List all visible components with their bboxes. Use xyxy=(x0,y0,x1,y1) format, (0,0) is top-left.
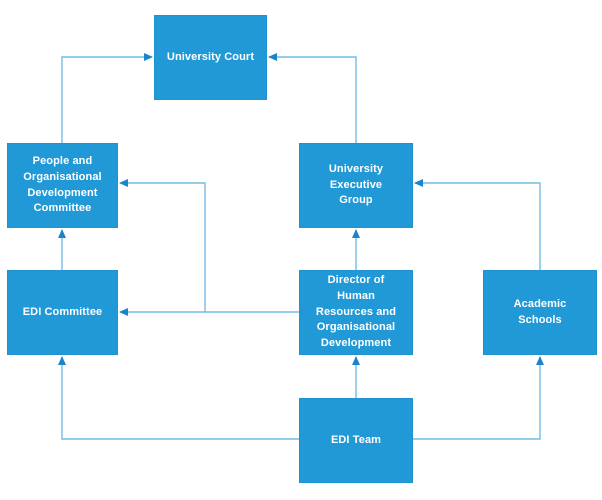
node-university-court: University Court xyxy=(154,15,267,100)
node-edi-team: EDI Team xyxy=(299,398,413,483)
node-university-executive-group: University Executive Group xyxy=(299,143,413,228)
node-people-and-organisational-development-committee: People and Organisational Development Co… xyxy=(7,143,118,228)
node-label: Director of Human Resources and Organisa… xyxy=(315,273,397,350)
node-academic-schools: Academic Schools xyxy=(483,270,597,355)
node-label: EDI Team xyxy=(330,433,382,446)
node-label: People and Organisational Development Co… xyxy=(23,154,102,215)
node-label: University Court xyxy=(166,50,255,63)
node-director-of-human-resources-and-organisational-development: Director of Human Resources and Organisa… xyxy=(299,270,413,355)
node-label: University Executive Group xyxy=(328,162,384,207)
node-label: Academic Schools xyxy=(513,297,567,326)
node-edi-committee: EDI Committee xyxy=(7,270,118,355)
node-label: EDI Committee xyxy=(22,305,103,318)
